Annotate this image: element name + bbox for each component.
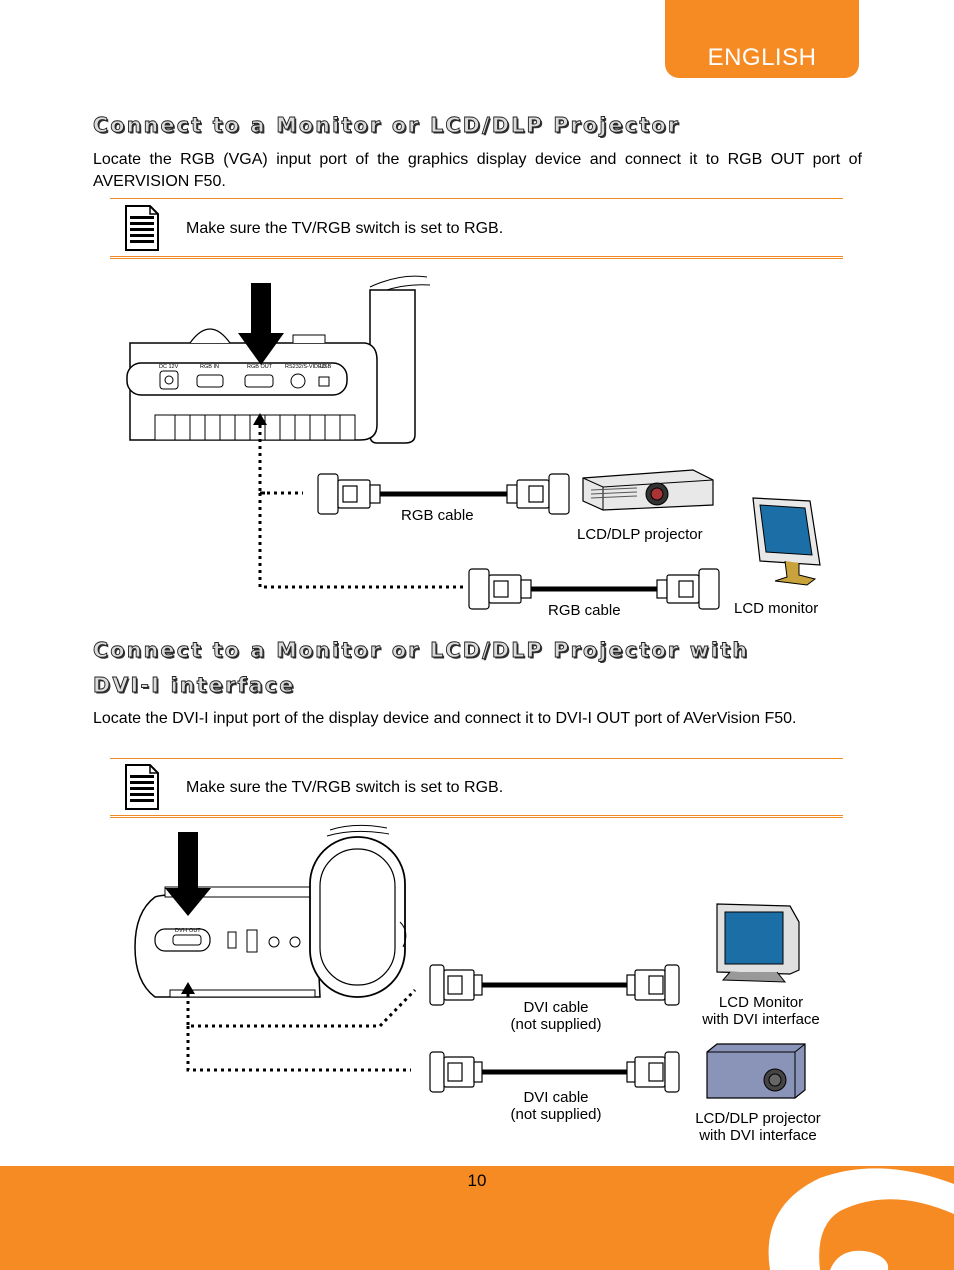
section-body: Locate the DVI-I input port of the displ… — [93, 710, 797, 727]
device-label: LCD/DLP projector — [577, 526, 703, 543]
note-text: Make sure the TV/RGB switch is set to RG… — [186, 779, 504, 796]
port-label: DC 12V — [159, 364, 179, 370]
cable-label-line: (not supplied) — [510, 1106, 602, 1123]
device-label: LCD Monitor with DVI interface — [690, 994, 832, 1028]
dvi-connector-icon — [429, 1051, 483, 1093]
projector-icon — [706, 1043, 806, 1099]
section-title-line-2: DVI-I interface — [93, 673, 296, 698]
arrow-down-icon — [165, 832, 211, 916]
note-icon — [125, 205, 159, 251]
port-label: RGB OUT — [247, 364, 273, 370]
note-top-rule — [110, 758, 843, 759]
section-body: Locate the RGB (VGA) input port of the g… — [93, 151, 862, 190]
device-label-line: with DVI interface — [699, 1127, 817, 1144]
section-title: Connect to a Monitor or LCD/DLP Projecto… — [93, 113, 681, 138]
lcd-monitor-icon — [716, 903, 800, 983]
note-icon — [125, 764, 159, 810]
note-top-rule — [110, 198, 843, 199]
rgb-connector-icon — [656, 568, 720, 610]
lcd-monitor-icon — [752, 497, 821, 586]
dvi-connection-diagram: DVI-I OUT — [134, 824, 806, 1099]
language-label: ENGLISH — [707, 44, 817, 71]
dvi-connector-icon — [429, 964, 483, 1006]
rgb-connector-icon — [506, 473, 570, 515]
port-label: RGB IN — [200, 364, 219, 370]
cable-label: DVI cable (not supplied) — [503, 999, 609, 1033]
device-label-line: LCD Monitor — [718, 994, 804, 1011]
note-bottom-rule — [110, 815, 843, 818]
rgb-connector-icon — [317, 473, 381, 515]
dvi-connector-icon — [626, 1051, 680, 1093]
device-label: LCD monitor — [734, 600, 819, 617]
cable-label-line: DVI cable — [523, 999, 589, 1016]
page-number: 10 — [467, 1171, 487, 1190]
cable-label: DVI cable (not supplied) — [503, 1089, 609, 1123]
rgb-connection-diagram: DC 12V RGB IN RGB OUT RS232/S-VIDEO USB — [126, 275, 821, 610]
rgb-connector-icon — [468, 568, 532, 610]
port-label: DVI-I OUT — [175, 928, 201, 934]
section-title-line-1: Connect to a Monitor or LCD/DLP Projecto… — [93, 638, 750, 663]
port-label: USB — [320, 364, 332, 370]
projector-icon — [582, 469, 714, 511]
device-label: LCD/DLP projector with DVI interface — [682, 1110, 834, 1144]
cable-label-line: (not supplied) — [510, 1016, 602, 1033]
arrow-down-icon — [238, 283, 284, 365]
port-label: RS232/S-VIDEO — [285, 364, 327, 370]
dvi-connector-icon — [626, 964, 680, 1006]
cable-label: RGB cable — [548, 602, 621, 619]
arrow-up-icon — [181, 982, 195, 994]
cable-label-line: DVI cable — [523, 1089, 589, 1106]
device-label-line: LCD/DLP projector — [695, 1110, 821, 1127]
device-label-line: with DVI interface — [702, 1011, 820, 1028]
note-bottom-rule — [110, 256, 843, 259]
cable-label: RGB cable — [401, 507, 474, 524]
language-tab: ENGLISH — [665, 0, 859, 78]
note-text: Make sure the TV/RGB switch is set to RG… — [186, 220, 504, 237]
brand-logo-icon — [768, 1168, 954, 1270]
arrow-up-icon — [253, 413, 267, 425]
